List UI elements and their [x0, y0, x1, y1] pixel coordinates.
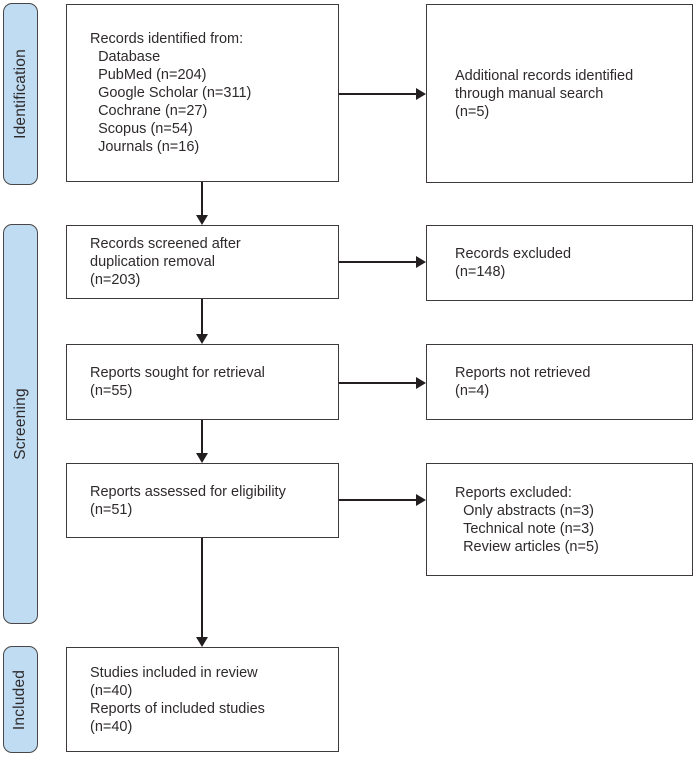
box-reports-sought: Reports sought for retrieval (n=55) — [66, 344, 339, 420]
box-additional-records-text: Additional records identified through ma… — [455, 67, 634, 120]
arrow-head-down-icon — [196, 215, 208, 225]
box-records-screened-text: Records screened after duplication remov… — [90, 236, 241, 288]
box-records-excluded: Records excluded (n=148) — [426, 225, 693, 301]
arrow-head-right-icon — [416, 256, 426, 268]
arrow-head-down-icon — [196, 334, 208, 344]
arrow-line — [201, 538, 203, 638]
box-studies-included-text: Studies included in review (n=40) Report… — [90, 664, 265, 735]
stage-identification-label: Identification — [11, 49, 29, 139]
arrow-head-down-icon — [196, 637, 208, 647]
stage-included-label: Included — [11, 669, 29, 730]
arrow-line — [201, 420, 203, 454]
stage-identification: Identification — [3, 3, 38, 185]
box-reports-not-retrieved-text: Reports not retrieved (n=4) — [455, 365, 591, 399]
arrow-head-down-icon — [196, 453, 208, 463]
stage-screening-label: Screening — [11, 388, 29, 460]
arrow-head-right-icon — [416, 494, 426, 506]
box-reports-excluded: Reports excluded: Only abstracts (n=3) T… — [426, 463, 693, 576]
box-reports-assessed: Reports assessed for eligibility (n=51) — [66, 463, 339, 538]
box-reports-assessed-text: Reports assessed for eligibility (n=51) — [90, 483, 286, 518]
arrow-line — [201, 299, 203, 335]
arrow-head-right-icon — [416, 377, 426, 389]
box-studies-included: Studies included in review (n=40) Report… — [66, 647, 339, 752]
box-records-excluded-text: Records excluded (n=148) — [455, 246, 572, 280]
box-reports-not-retrieved: Reports not retrieved (n=4) — [426, 344, 693, 420]
arrow-line — [339, 93, 416, 95]
box-reports-sought-text: Reports sought for retrieval (n=55) — [90, 365, 265, 399]
stage-included: Included — [3, 646, 38, 753]
box-reports-excluded-text: Reports excluded: Only abstracts (n=3) T… — [455, 484, 599, 555]
arrow-line — [339, 382, 416, 384]
box-records-screened: Records screened after duplication remov… — [66, 225, 339, 299]
box-records-identified: Records identified from: Database PubMed… — [66, 4, 339, 182]
arrow-head-right-icon — [416, 88, 426, 100]
stage-screening: Screening — [3, 224, 38, 624]
arrow-line — [339, 499, 416, 501]
arrow-line — [339, 261, 416, 263]
box-additional-records: Additional records identified through ma… — [426, 4, 693, 183]
arrow-line — [201, 182, 203, 216]
box-records-identified-text: Records identified from: Database PubMed… — [90, 31, 252, 155]
